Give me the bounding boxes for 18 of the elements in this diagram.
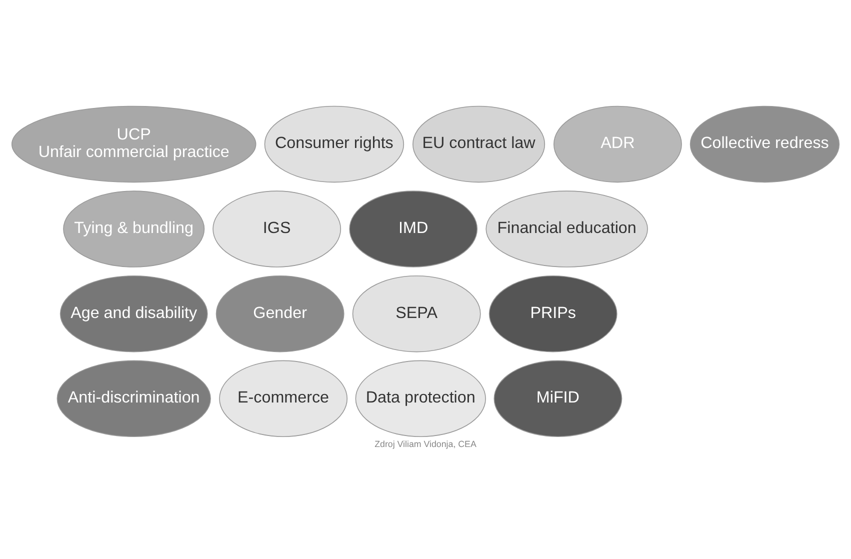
node-ellipse: Anti-discrimination: [56, 360, 211, 438]
node-ellipse: IMD: [349, 190, 478, 268]
node-ellipse: PRIPs: [488, 275, 618, 352]
node-ellipse: Financial education: [486, 190, 648, 268]
node-ellipse: SEPA: [352, 275, 481, 352]
node-ellipse: Age and disability: [60, 275, 208, 352]
node-ellipse: E-commerce: [219, 360, 348, 438]
node-ellipse: EU contract law: [412, 106, 546, 183]
node-ellipse: MiFID: [494, 360, 622, 438]
node-ellipse: Gender: [216, 275, 344, 352]
caption: Zdroj Viliam Vidonja, CEA: [374, 438, 476, 449]
node-ellipse: Collective redress: [690, 106, 840, 183]
node-ellipse: UCP Unfair commercial practice: [11, 106, 256, 183]
node-ellipse: ADR: [554, 106, 682, 183]
node-ellipse: Tying & bundling: [63, 190, 205, 268]
node-ellipse: IGS: [212, 190, 342, 268]
node-ellipse: Data protection: [355, 360, 486, 438]
node-ellipse: Consumer rights: [264, 106, 404, 183]
